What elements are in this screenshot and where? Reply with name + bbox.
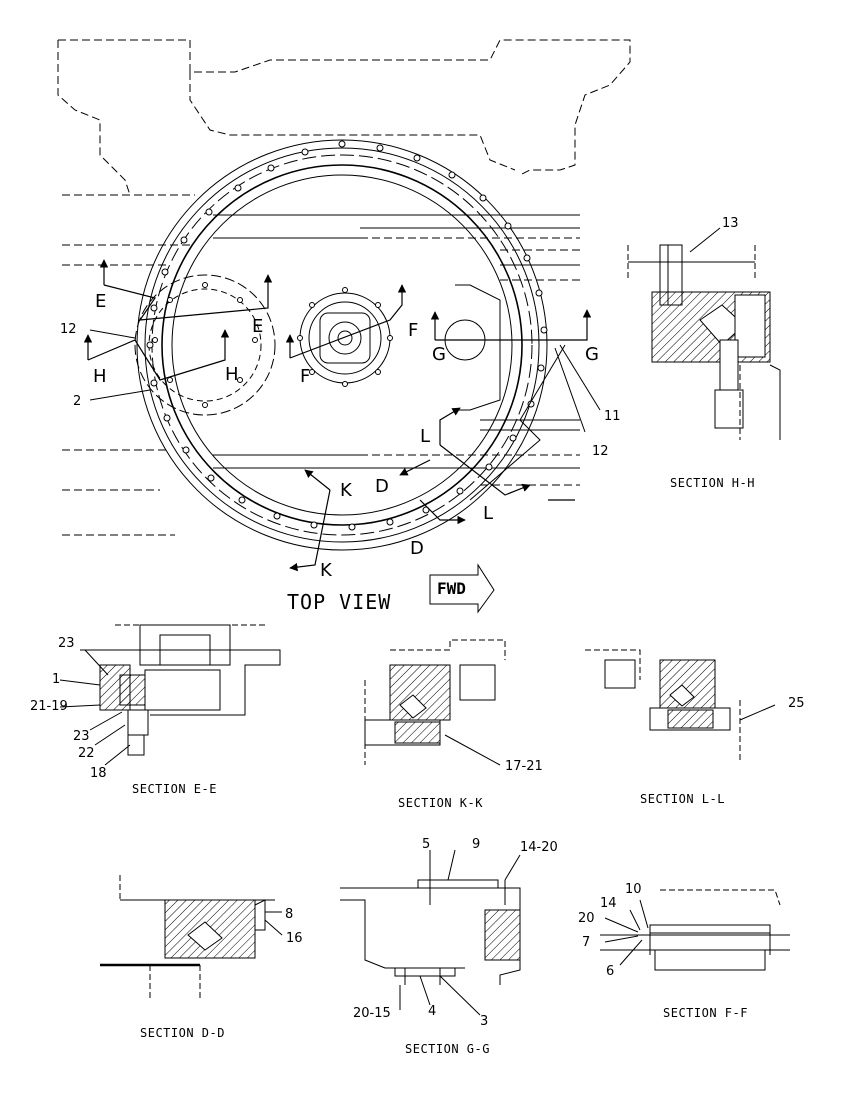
section-letter-k: K — [320, 560, 332, 581]
section-letter-f: F — [300, 366, 311, 387]
section-ff-drawing — [600, 890, 790, 970]
callout-5: 5 — [422, 837, 431, 852]
top-view-drawing — [58, 40, 630, 612]
fwd-arrow-shape — [430, 565, 494, 612]
section-arrows — [83, 259, 592, 572]
callout-16: 16 — [286, 931, 303, 946]
section-ff-title: SECTION F-F — [663, 1006, 748, 1020]
callout-2: 2 — [73, 394, 82, 409]
section-letter-l: L — [483, 503, 494, 524]
section-dd-title: SECTION D-D — [140, 1026, 225, 1040]
section-hh-title: SECTION H-H — [670, 476, 755, 490]
section-ee-drawing — [60, 625, 280, 765]
section-letter-l: L — [420, 426, 431, 447]
callout-20: 20 — [578, 911, 595, 926]
callout-22: 22 — [78, 746, 95, 761]
top-view-title: TOP VIEW — [287, 590, 392, 614]
callout-9: 9 — [472, 837, 481, 852]
section-ll-drawing — [585, 650, 775, 760]
callout-10: 10 — [625, 882, 642, 897]
frame-left — [58, 40, 130, 195]
callout-18: 18 — [90, 766, 107, 781]
callout-12: 12 — [592, 444, 609, 459]
section-kk-title: SECTION K-K — [398, 796, 483, 810]
inner-ring — [162, 165, 522, 525]
section-ll-title: SECTION L-L — [640, 792, 725, 806]
callout-1: 1 — [52, 672, 61, 687]
section-dd-drawing — [100, 875, 282, 1000]
callout-14-20: 14-20 — [520, 840, 558, 855]
callout-21-19: 21-19 — [30, 699, 68, 714]
callout-17-21: 17-21 — [505, 759, 543, 774]
callout-7: 7 — [582, 935, 591, 950]
section-letter-d: D — [410, 538, 424, 559]
section-letter-e: E — [252, 316, 264, 337]
callout-12: 12 — [60, 322, 77, 337]
section-ee-title: SECTION E-E — [132, 782, 217, 796]
callout-25: 25 — [788, 696, 805, 711]
callout-23: 23 — [58, 636, 75, 651]
section-letter-g: G — [585, 344, 599, 365]
section-letter-d: D — [375, 476, 389, 497]
outer-ring — [137, 140, 547, 550]
section-letter-h: H — [225, 364, 239, 385]
frame-mid — [190, 72, 515, 170]
section-hh-drawing — [628, 228, 780, 440]
callout-11: 11 — [604, 409, 621, 424]
section-gg-title: SECTION G-G — [405, 1042, 490, 1056]
section-letter-h: H — [93, 366, 107, 387]
callout-13: 13 — [722, 216, 739, 231]
section-letter-k: K — [340, 480, 352, 501]
callout-6: 6 — [606, 964, 615, 979]
callout-14: 14 — [600, 896, 617, 911]
section-gg-drawing — [340, 850, 520, 1015]
motor-circle — [135, 275, 275, 415]
fwd-label: FWD — [437, 579, 466, 598]
callout-8: 8 — [285, 907, 294, 922]
callout-23: 23 — [73, 729, 90, 744]
section-letter-e: E — [95, 291, 107, 312]
section-kk-drawing — [365, 640, 505, 765]
frame-outline — [58, 40, 630, 175]
callout-4: 4 — [428, 1004, 437, 1019]
callout-3: 3 — [480, 1014, 489, 1029]
section-letter-f: F — [408, 320, 419, 341]
section-letter-g: G — [432, 344, 446, 365]
top-leaders — [90, 330, 600, 500]
callout-20-15: 20-15 — [353, 1006, 391, 1021]
bolt-holes — [147, 141, 547, 530]
